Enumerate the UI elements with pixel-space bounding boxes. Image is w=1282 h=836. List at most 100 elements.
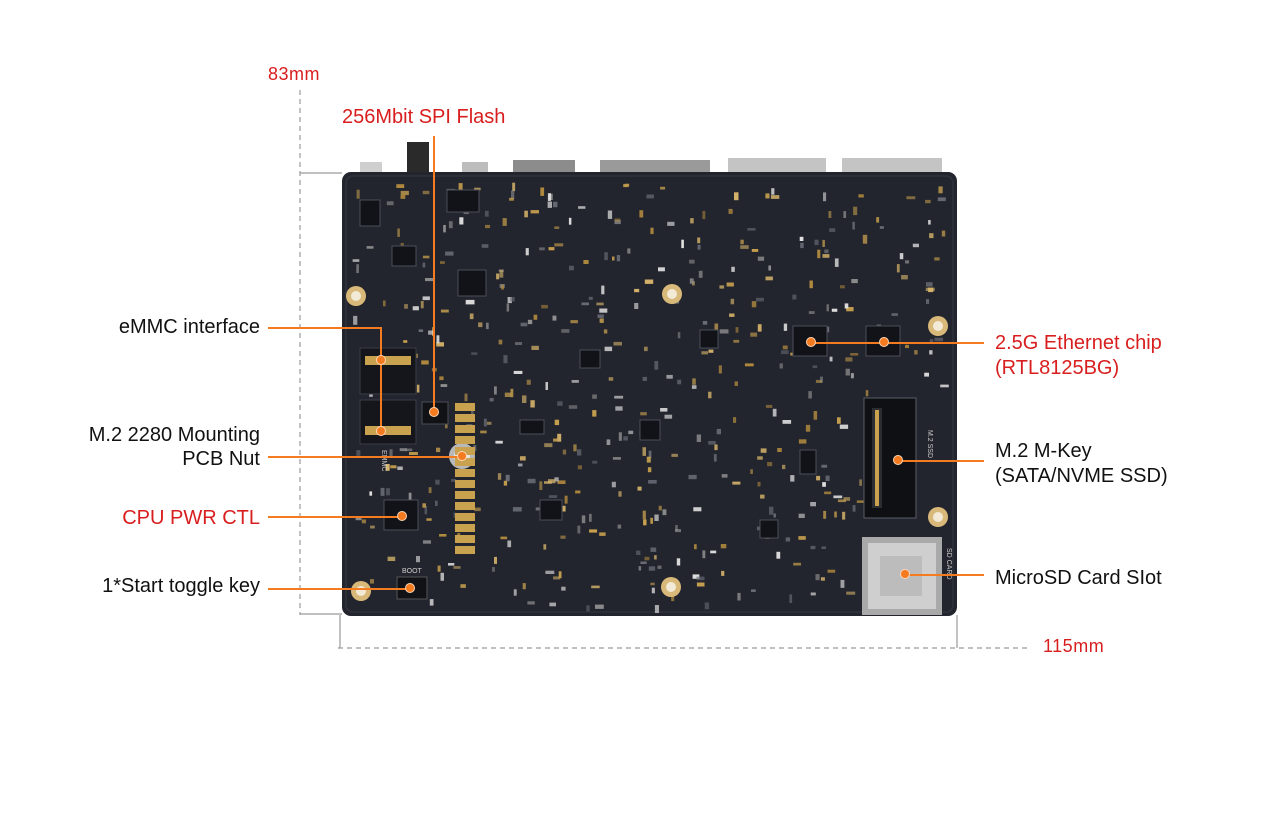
smd-component [399, 448, 407, 452]
smd-component [355, 516, 362, 521]
silk-m2-ssd: M.2 SSD [926, 430, 933, 458]
smd-component [692, 574, 700, 579]
smd-component [846, 591, 856, 595]
smd-component [545, 570, 555, 574]
smd-component [733, 417, 737, 423]
smd-component [469, 313, 474, 320]
smd-component [453, 566, 461, 569]
smd-component [400, 195, 406, 199]
smd-component [554, 226, 560, 229]
smd-component [765, 193, 770, 199]
smd-component [570, 320, 578, 324]
smd-component [760, 494, 765, 499]
smd-component [428, 330, 434, 335]
smd-component [824, 249, 829, 254]
smd-component [440, 384, 448, 387]
emmc-connectors [359, 347, 417, 445]
smd-component [549, 602, 556, 607]
smd-component [800, 242, 804, 249]
smd-component [840, 285, 845, 289]
smd-component [757, 456, 763, 460]
smd-component [526, 379, 531, 385]
smd-component [586, 605, 590, 612]
smd-component [926, 299, 930, 304]
smd-component [654, 361, 659, 370]
smd-component [702, 550, 706, 559]
power-inductor [455, 535, 475, 543]
smd-component [578, 206, 586, 209]
emmc-dot-top [376, 355, 386, 365]
smd-component [648, 566, 656, 571]
mounting-holes [346, 284, 948, 601]
smd-component [852, 221, 855, 230]
smd-component [846, 307, 854, 312]
smd-component [552, 315, 557, 321]
smd-component [730, 298, 735, 305]
smd-component [822, 254, 830, 258]
start-key-label: 1*Start toggle key [102, 575, 260, 597]
microsd-label: MicroSD Card SIot [995, 567, 1162, 589]
smd-component [597, 314, 604, 318]
smd-component [765, 276, 773, 281]
smd-component [859, 479, 862, 486]
smd-component [905, 260, 910, 264]
smd-component [460, 584, 466, 588]
smd-component [660, 408, 668, 412]
smd-component [628, 430, 634, 435]
smd-component [496, 273, 500, 280]
ic-chip [539, 499, 563, 521]
smd-component [500, 536, 508, 540]
smd-component [651, 587, 655, 594]
smd-component [816, 475, 821, 481]
height-dimension-label: 83mm [268, 64, 321, 84]
smd-component [814, 239, 819, 246]
smd-component [573, 444, 577, 452]
smd-component [662, 509, 667, 516]
smd-component [805, 424, 811, 432]
smd-component [821, 464, 828, 468]
smd-component [747, 228, 756, 231]
smd-component [356, 189, 360, 199]
smd-component [834, 511, 837, 518]
smd-component [577, 449, 582, 456]
smd-component [941, 230, 946, 237]
smd-component [639, 210, 644, 218]
smd-component [577, 525, 581, 534]
smd-component [845, 368, 850, 376]
smd-component [657, 565, 662, 569]
smd-component [459, 217, 464, 225]
smd-component [366, 246, 374, 249]
m2-slot [863, 397, 917, 519]
m2-nut-leader [268, 456, 458, 458]
smd-component [693, 507, 702, 512]
smd-component [527, 478, 536, 484]
smd-component [416, 556, 420, 563]
smd-component [798, 536, 806, 540]
smd-component [613, 341, 622, 346]
smd-component [779, 363, 783, 369]
smd-component [720, 544, 727, 549]
smd-component [810, 502, 816, 507]
smd-component [458, 183, 463, 190]
smd-component [592, 410, 597, 417]
emmc-leader [268, 327, 380, 329]
smd-component [768, 265, 771, 271]
width-dimension-label: 115mm [1043, 636, 1105, 656]
smd-component [614, 218, 621, 222]
smd-component [369, 491, 373, 496]
power-inductor [455, 403, 475, 411]
smd-component [793, 562, 801, 566]
smd-component [494, 556, 497, 564]
smd-component [554, 419, 560, 426]
smd-component [701, 351, 709, 355]
smd-component [397, 228, 400, 237]
smd-component [562, 505, 566, 512]
smd-component [422, 255, 430, 259]
smd-component [862, 234, 868, 244]
smd-component [498, 339, 503, 345]
smd-component [729, 313, 735, 317]
smd-component [353, 315, 358, 325]
start-key-leader [268, 588, 408, 590]
smd-component [750, 469, 753, 474]
smd-component [436, 335, 440, 344]
